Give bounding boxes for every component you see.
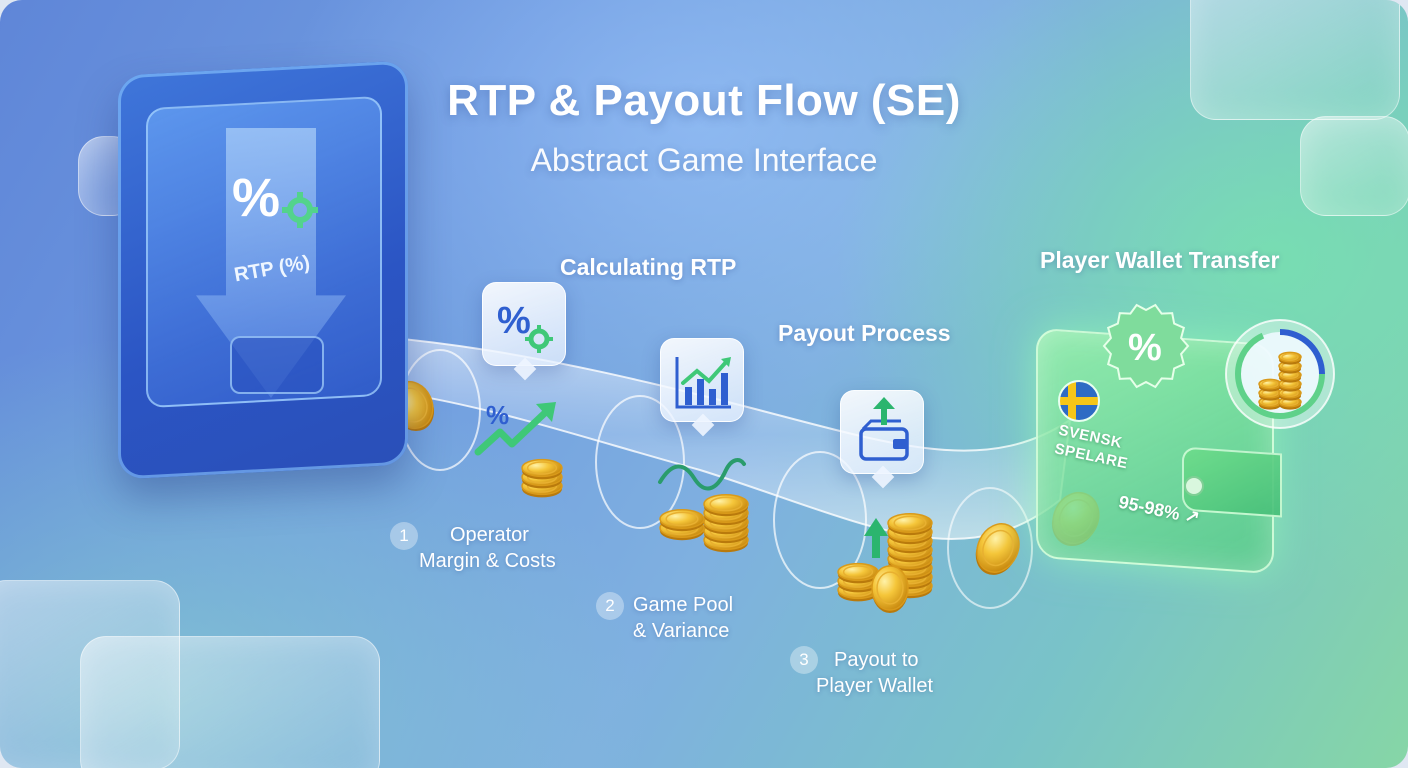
step-number-1: 1 <box>390 522 418 550</box>
step-2-line-2: & Variance <box>633 620 729 643</box>
coin-tray <box>230 336 324 394</box>
coin-icon <box>1259 379 1281 391</box>
svg-text:%: % <box>232 168 280 228</box>
coin-icon <box>704 495 748 516</box>
step-number-2: 2 <box>596 592 624 620</box>
stage-card-analysis <box>660 338 744 422</box>
sweden-flag-icon <box>1056 378 1102 424</box>
step-2-line-1: Game Pool <box>633 594 733 617</box>
stage-label-payout: Payout Process <box>778 320 951 347</box>
step-3-line-1: Payout to <box>834 649 919 672</box>
coin-icon <box>838 564 878 584</box>
svg-text:%: % <box>497 300 531 342</box>
wallet-upload-icon <box>841 391 925 475</box>
percent-badge-icon: % <box>1100 300 1192 392</box>
percent-gear-icon: % <box>483 283 567 367</box>
coin-icon <box>968 517 1027 582</box>
coin-icon <box>522 460 562 480</box>
stage-card-calculating: % <box>482 282 566 366</box>
rtp-machine: % RTP (%) <box>118 68 408 472</box>
svg-text:%: % <box>1128 327 1162 369</box>
stage-label-wallet-transfer: Player Wallet Transfer <box>1040 247 1279 274</box>
stage-label-calculating: Calculating RTP <box>560 254 736 281</box>
coin-icon <box>660 510 704 531</box>
coin-icon <box>872 566 908 613</box>
step-1-line-1: Operator <box>450 524 529 547</box>
step-number-3: 3 <box>790 646 818 674</box>
percent-gear-icon: % <box>228 164 328 244</box>
stage-card-payout <box>840 390 924 474</box>
bar-chart-trend-icon <box>661 339 745 423</box>
coin-icon <box>888 514 932 535</box>
wallet-snap <box>1184 476 1204 496</box>
step-1-line-2: Margin & Costs <box>419 550 556 573</box>
coin-stack-badge <box>1222 316 1338 432</box>
coin-icon <box>1279 352 1301 364</box>
step-3-line-2: Player Wallet <box>816 675 933 698</box>
